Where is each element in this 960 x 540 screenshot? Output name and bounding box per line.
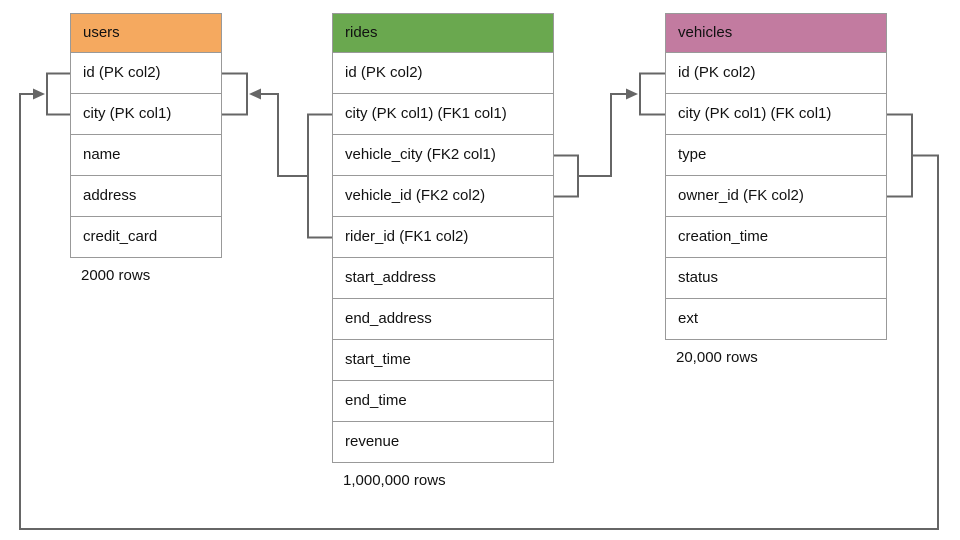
connector-rides-to-users	[222, 72, 332, 239]
table-row: owner_id (FK col2)	[665, 176, 887, 217]
connector-line	[261, 93, 308, 177]
table-row: end_address	[332, 299, 554, 340]
vehicles-pk-bracket-left	[639, 72, 665, 116]
table-row: rider_id (FK1 col2)	[332, 217, 554, 258]
row-count-label: 2000 rows	[81, 267, 151, 284]
table-row: name	[70, 135, 222, 176]
arrowhead-right-icon	[626, 88, 638, 100]
users-pk-bracket-left	[46, 72, 70, 116]
rides-fk1-bracket-left	[307, 113, 332, 239]
table-row: vehicle_id (FK2 col2)	[332, 176, 554, 217]
table-row: status	[665, 258, 887, 299]
arrowhead-right-icon	[33, 88, 45, 100]
table-header-vehicles: vehicles	[665, 13, 887, 53]
connector-line	[578, 93, 626, 177]
table-row: id (PK col2)	[70, 53, 222, 94]
table-row: start_address	[332, 258, 554, 299]
table-row: city (PK col1)	[70, 94, 222, 135]
table-row: vehicle_city (FK2 col1)	[332, 135, 554, 176]
table-row: start_time	[332, 340, 554, 381]
connector-rides-to-vehicles	[554, 72, 665, 198]
table-row: id (PK col2)	[332, 53, 554, 94]
table-row: address	[70, 176, 222, 217]
vehicles-fk-bracket-right	[887, 113, 913, 198]
table-row: end_time	[332, 381, 554, 422]
arrowhead-left-icon	[249, 88, 261, 100]
rides-fk2-bracket-right	[554, 154, 579, 198]
table-row: credit_card	[70, 217, 222, 258]
table-header-users: users	[70, 13, 222, 53]
table-header-rides: rides	[332, 13, 554, 53]
table-row: revenue	[332, 422, 554, 463]
table-row: type	[665, 135, 887, 176]
table-row: id (PK col2)	[665, 53, 887, 94]
table-row: city (PK col1) (FK col1)	[665, 94, 887, 135]
users-pk-bracket-right	[222, 72, 248, 116]
table-row: ext	[665, 299, 887, 340]
table-row: city (PK col1) (FK1 col1)	[332, 94, 554, 135]
table-row: creation_time	[665, 217, 887, 258]
row-count-label: 20,000 rows	[676, 349, 758, 366]
row-count-label: 1,000,000 rows	[343, 472, 446, 489]
